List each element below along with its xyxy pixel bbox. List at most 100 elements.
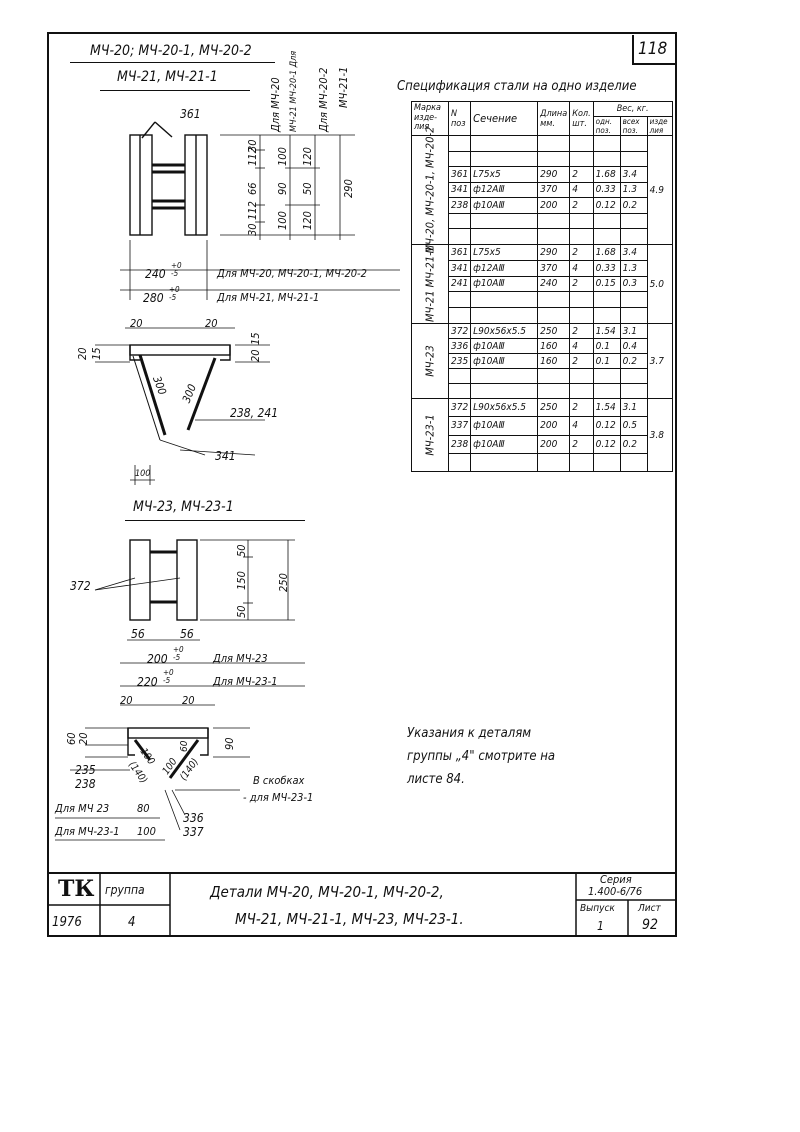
cell-w-all: 3.4	[619, 166, 648, 183]
d1-width-b: 280	[143, 291, 164, 305]
d3-flange-b: 56	[180, 627, 194, 641]
d3-flange-a: 56	[131, 627, 145, 641]
d2-dim-3: 15	[90, 347, 103, 360]
tb-sheet-label: Лист	[638, 903, 661, 914]
sheet-number: 118	[638, 39, 668, 59]
table-row: 238 ф10АⅢ 200 2 0.12 0.2	[412, 434, 673, 454]
cell-w-all: 1.3	[619, 181, 648, 199]
d1-dim-b1: 90	[276, 182, 289, 195]
d4-dim-right: 90	[223, 737, 236, 750]
d4-base-a-label: Для МЧ 23	[55, 802, 110, 815]
d4-dim-top-1: 20	[182, 694, 195, 707]
header-line2: МЧ-21, МЧ-21-1	[117, 69, 218, 85]
d1-width-a-note: Для МЧ-20, МЧ-20-1, МЧ-20-2	[217, 267, 367, 280]
tb-org: ТК	[58, 876, 95, 902]
table-row: 336 ф10АⅢ 160 4 0.1 0.4	[412, 338, 673, 354]
header-line1: МЧ-20; МЧ-20-1, МЧ-20-2	[90, 43, 252, 59]
tb-series: 1.400-6/76	[588, 885, 643, 898]
d2-dim-5: 15	[249, 332, 262, 345]
d2-dim-0: 20	[130, 317, 143, 330]
d2-pos-a: 238, 241	[230, 406, 279, 420]
d1-total: 290	[342, 179, 355, 198]
d3-width-a-note: Для МЧ-23	[213, 652, 268, 665]
d3-width-a: 200	[147, 652, 168, 666]
spec-item-weight: 3.7	[646, 323, 673, 399]
note-line3: листе 84.	[407, 772, 465, 787]
d4-pos-left-a: 235	[75, 763, 96, 777]
header-underline-2	[100, 90, 250, 91]
d2-dim-4: 20	[249, 349, 262, 362]
header-underline-1	[70, 62, 275, 63]
d4-bar-c: 60	[179, 740, 190, 752]
d4-base-b: 100	[137, 825, 156, 838]
tb-group-label: группа	[105, 883, 145, 897]
d1-width-b-tol: +0 -5	[169, 285, 180, 302]
cell-pos: 341	[447, 259, 472, 277]
d3-title: МЧ-23, МЧ-23-1	[133, 499, 234, 515]
d1-width-b-note: Для МЧ-21, МЧ-21-1	[217, 291, 320, 304]
d4-pos-left-b: 238	[75, 777, 96, 791]
d3-dim-v0: 50	[235, 544, 248, 557]
d2-base: 100	[135, 469, 151, 479]
d1-dim-c1: 50	[301, 182, 314, 195]
cell-pos: 235	[447, 353, 472, 369]
table-row: 235 ф10АⅢ 160 2 0.1 0.2	[412, 353, 673, 369]
d1-dim-b0: 100	[276, 147, 289, 166]
spec-head-pos: N поз	[447, 101, 472, 136]
d3-dim-v1: 150	[235, 571, 248, 590]
d2-pos-b: 341	[215, 449, 236, 463]
spec-title: Спецификация стали на одно изделие	[397, 79, 637, 94]
sheet-number-box	[632, 35, 676, 65]
spec-item-weight: 4.9	[646, 135, 673, 245]
tb-title-line1: Детали МЧ-20, МЧ-20-1, МЧ-20-2,	[210, 883, 444, 901]
d2-dim-1: 20	[205, 317, 218, 330]
cell-w-all: 0.2	[619, 434, 648, 454]
d3-pos-label: 372	[70, 579, 91, 593]
note-line1: Указания к деталям	[407, 726, 532, 741]
d3-width-b-tol: +0 -5	[163, 668, 174, 685]
cell-qty: 2	[569, 434, 594, 454]
spec-head-qty: Кол. шт.	[569, 101, 594, 136]
d4-dim-left-1: 20	[77, 732, 90, 745]
tb-issue: 1	[597, 919, 604, 933]
d3-width-b: 220	[137, 675, 158, 689]
cell-w-all: 0.5	[619, 416, 648, 436]
spec-head-length: Длина мм.	[537, 101, 571, 136]
tb-title-line2: МЧ-21, МЧ-21-1, МЧ-23, МЧ-23-1.	[235, 910, 464, 928]
tb-series-label: Серия	[600, 873, 632, 886]
tb-sheet: 92	[642, 917, 659, 933]
d4-pos-right-a: 336	[183, 811, 204, 825]
note-line2: группы „4" смотрите на	[407, 749, 556, 764]
tb-group: 4	[128, 915, 136, 930]
tb-issue-label: Выпуск	[580, 903, 615, 914]
tb-year: 1976	[52, 915, 82, 930]
d2-dim-2: 20	[76, 347, 89, 360]
spec-group-mark: МЧ-23-1	[411, 398, 449, 472]
d1-pos-label: 361	[180, 107, 201, 121]
d3-width-a-tol: +0 -5	[173, 645, 184, 662]
d4-dim-top-0: 20	[120, 694, 133, 707]
cell-qty: 2	[569, 275, 594, 293]
d4-note-brackets: В скобках	[253, 774, 305, 787]
table-row: 341 ф12АⅢ 370 4 0.33 1.3	[412, 181, 673, 199]
spec-head-section: Сечение	[470, 101, 539, 136]
d1-dim-a1: 112	[246, 147, 259, 166]
sheet-frame	[47, 32, 677, 937]
d1-dim-a3: 112	[246, 201, 259, 220]
d4-note-brackets-2: - для МЧ-23-1	[243, 791, 314, 804]
d1-width-a: 240	[145, 267, 166, 281]
table-row: 361 L75x5 290 2 1.68 3.4	[412, 166, 673, 183]
d3-dim-v2: 50	[235, 605, 248, 618]
d4-base-a: 80	[137, 802, 150, 815]
d1-width-a-tol: +0 -5	[171, 261, 182, 278]
d4-pos-right-b: 337	[183, 825, 204, 839]
spec-head-w-one: одн. поз.	[592, 116, 621, 136]
d1-dim-b2: 100	[276, 211, 289, 230]
d1-dim-c2: 120	[301, 211, 314, 230]
d4-base-b-label: Для МЧ-23-1	[55, 825, 120, 838]
d1-dim-a4: 30	[246, 223, 259, 236]
d3-total: 250	[277, 573, 290, 592]
spec-table: Марка изде-лия N поз Сечение Длина мм. К…	[411, 101, 673, 473]
d3-width-b-note: Для МЧ-23-1	[213, 675, 278, 688]
